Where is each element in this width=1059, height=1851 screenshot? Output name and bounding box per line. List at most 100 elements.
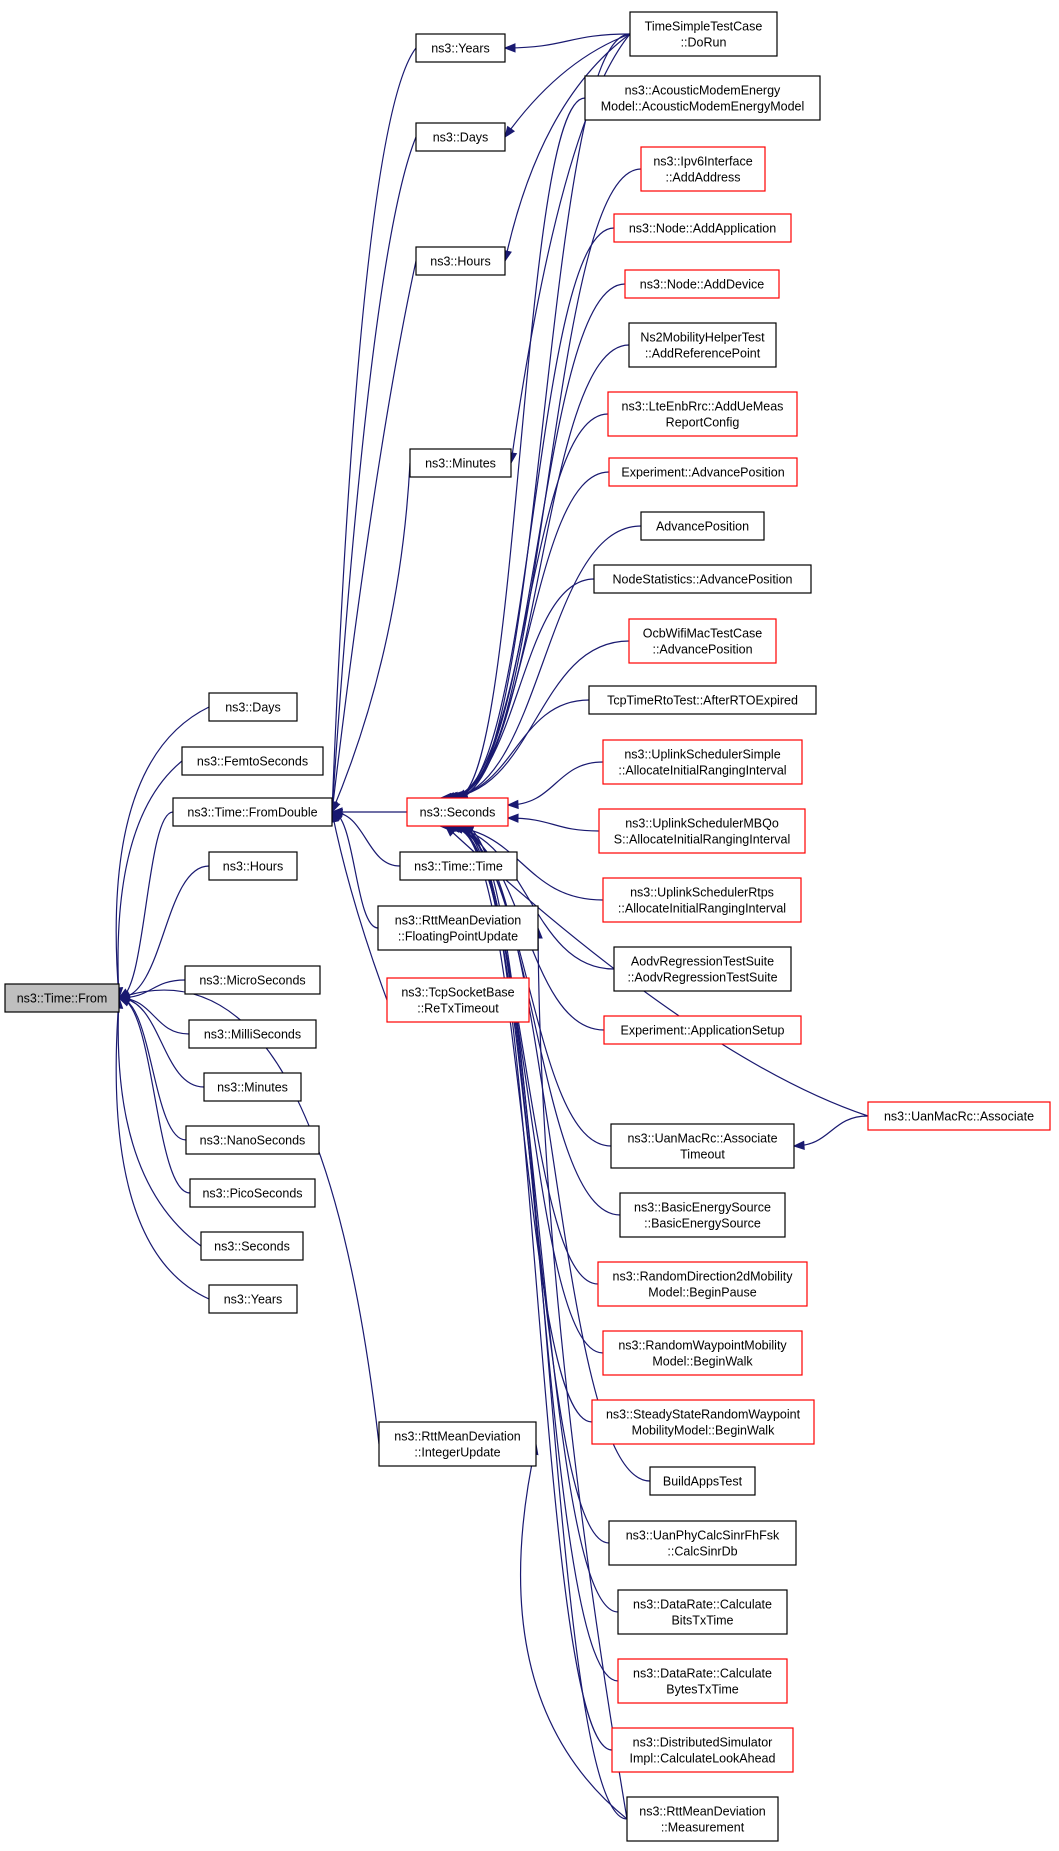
node-label: ::ReTxTimeout: [417, 1002, 499, 1016]
node-distsim[interactable]: ns3::DistributedSimulatorImpl::Calculate…: [611, 1727, 794, 1773]
edge-years1-to-from: [115, 997, 210, 1300]
node-box: [626, 1796, 779, 1842]
node-timetime[interactable]: ns3::Time::Time: [399, 851, 518, 881]
node-label: ns3::Years: [224, 1293, 283, 1307]
node-label: ns3::Node::AddApplication: [629, 222, 776, 236]
node-from[interactable]: ns3::Time::From: [4, 983, 120, 1013]
node-adddev[interactable]: ns3::Node::AddDevice: [624, 269, 780, 299]
edge-ulmbqos-to-seconds2: [507, 817, 600, 832]
node-ocb[interactable]: OcbWifiMacTestCase::AdvancePosition: [628, 618, 777, 664]
node-label: BuildAppsTest: [663, 1475, 743, 1489]
edge-hours2-to-fromdouble: [331, 260, 417, 813]
node-seconds2[interactable]: ns3::Seconds: [406, 797, 509, 827]
node-uanassoc[interactable]: ns3::UanMacRc::Associate: [867, 1101, 1051, 1131]
nodes-layer: ns3::Time::From ns3::Daysns3::FemtoSecond…: [4, 11, 1051, 1842]
node-ulmbqos[interactable]: ns3::UplinkSchedulerMBQoS::AllocateIniti…: [598, 808, 806, 854]
node-days2[interactable]: ns3::Days: [415, 122, 506, 152]
arrowhead: [503, 43, 516, 53]
node-box: [591, 1399, 815, 1445]
node-ipv6[interactable]: ns3::Ipv6Interface::AddAddress: [640, 146, 766, 192]
node-ns2mob[interactable]: Ns2MobilityHelperTest::AddReferencePoint: [628, 322, 777, 368]
node-label: ns3::Hours: [223, 860, 283, 874]
node-buildapps[interactable]: BuildAppsTest: [649, 1466, 756, 1496]
node-fromdouble[interactable]: ns3::Time::FromDouble: [172, 797, 333, 827]
node-box: [409, 448, 512, 478]
node-hours2[interactable]: ns3::Hours: [415, 246, 506, 276]
node-ulsimple[interactable]: ns3::UplinkSchedulerSimple::AllocateInit…: [602, 739, 803, 785]
node-box: [200, 1231, 304, 1261]
node-minutes1[interactable]: ns3::Minutes: [203, 1072, 302, 1102]
node-label: ns3::SteadyStateRandomWaypoint: [606, 1408, 801, 1422]
edge-expadv-to-seconds2: [446, 471, 610, 799]
node-box: [185, 1125, 320, 1155]
node-label: ns3::UplinkSchedulerRtps: [630, 886, 774, 900]
edge-ocb-to-seconds2: [442, 640, 630, 799]
node-milli[interactable]: ns3::MilliSeconds: [188, 1019, 317, 1049]
node-rd2d[interactable]: ns3::RandomDirection2dMobilityModel::Beg…: [597, 1261, 808, 1307]
node-nodestat[interactable]: NodeStatistics::AdvancePosition: [593, 564, 812, 594]
node-addapp[interactable]: ns3::Node::AddApplication: [613, 213, 792, 243]
node-retx[interactable]: ns3::TcpSocketBase::ReTxTimeout: [386, 977, 530, 1023]
node-label: ns3::Time::From: [17, 992, 108, 1006]
node-pico[interactable]: ns3::PicoSeconds: [189, 1178, 316, 1208]
node-femto[interactable]: ns3::FemtoSeconds: [181, 746, 324, 776]
node-years1[interactable]: ns3::Years: [208, 1284, 298, 1314]
node-rwp[interactable]: ns3::RandomWaypointMobilityModel::BeginW…: [602, 1330, 803, 1376]
node-label: Experiment::AdvancePosition: [621, 466, 784, 480]
node-hours1[interactable]: ns3::Hours: [208, 851, 298, 881]
edge-ulsimple-to-seconds2: [507, 761, 604, 806]
node-expadv[interactable]: Experiment::AdvancePosition: [608, 457, 798, 487]
node-ulrtps[interactable]: ns3::UplinkSchedulerRtps::AllocateInitia…: [602, 877, 802, 923]
node-box: [378, 1421, 537, 1467]
node-uanphy[interactable]: ns3::UanPhyCalcSinrFhFsk::CalcSinrDb: [608, 1520, 797, 1566]
node-label: ns3::Hours: [430, 255, 490, 269]
edge-days2-to-fromdouble: [331, 136, 417, 813]
node-box: [613, 946, 792, 992]
edge-acoustic-to-seconds2: [455, 97, 586, 799]
node-intupd[interactable]: ns3::RttMeanDeviation::IntegerUpdate: [378, 1421, 537, 1467]
node-basicen[interactable]: ns3::BasicEnergySource::BasicEnergySourc…: [619, 1192, 786, 1238]
node-aodv[interactable]: AodvRegressionTestSuite::AodvRegressionT…: [613, 946, 792, 992]
node-box: [208, 851, 298, 881]
node-label: ns3::Years: [431, 42, 490, 56]
node-advpos[interactable]: AdvancePosition: [640, 511, 765, 541]
node-tcprto[interactable]: TcpTimeRtoTest::AfterRTOExpired: [588, 685, 817, 715]
node-floatupd[interactable]: ns3::RttMeanDeviation::FloatingPointUpda…: [377, 905, 539, 951]
node-expsetup[interactable]: Experiment::ApplicationSetup: [603, 1015, 802, 1045]
node-label: Impl::CalculateLookAhead: [630, 1752, 776, 1766]
node-box: [628, 322, 777, 368]
node-label: ns3::Minutes: [217, 1081, 288, 1095]
arrowhead: [792, 1140, 805, 1151]
node-acoustic[interactable]: ns3::AcousticModemEnergyModel::AcousticM…: [584, 75, 821, 121]
node-measure[interactable]: ns3::RttMeanDeviation::Measurement: [626, 1796, 779, 1842]
node-days1[interactable]: ns3::Days: [208, 692, 298, 722]
node-box: [640, 146, 766, 192]
node-label: ns3::Seconds: [420, 806, 496, 820]
node-label: ns3::LteEnbRrc::AddUeMeas: [622, 400, 784, 414]
node-micro[interactable]: ns3::MicroSeconds: [184, 965, 321, 995]
node-label: ns3::UanMacRc::Associate: [884, 1110, 1034, 1124]
node-box: [613, 213, 792, 243]
node-box: [406, 797, 509, 827]
node-years2[interactable]: ns3::Years: [415, 33, 506, 63]
node-minutes2[interactable]: ns3::Minutes: [409, 448, 512, 478]
node-seconds1[interactable]: ns3::Seconds: [200, 1231, 304, 1261]
node-label: ::DoRun: [681, 36, 727, 50]
arrowhead: [506, 799, 519, 810]
arrowhead: [117, 990, 131, 1000]
node-label: ns3::AcousticModemEnergy: [625, 84, 781, 98]
edge-dorun-to-days2: [504, 33, 631, 138]
edge-measure-to-intupd: [519, 1443, 628, 1820]
edge-dorun-to-hours2: [504, 33, 631, 262]
node-label: ::AdvancePosition: [652, 643, 752, 657]
node-nano[interactable]: ns3::NanoSeconds: [185, 1125, 320, 1155]
node-dorun[interactable]: TimeSimpleTestCase::DoRun: [629, 11, 778, 57]
node-box: [628, 618, 777, 664]
node-label: ns3::DataRate::Calculate: [633, 1667, 772, 1681]
node-ssrwp[interactable]: ns3::SteadyStateRandomWaypointMobilityMo…: [591, 1399, 815, 1445]
